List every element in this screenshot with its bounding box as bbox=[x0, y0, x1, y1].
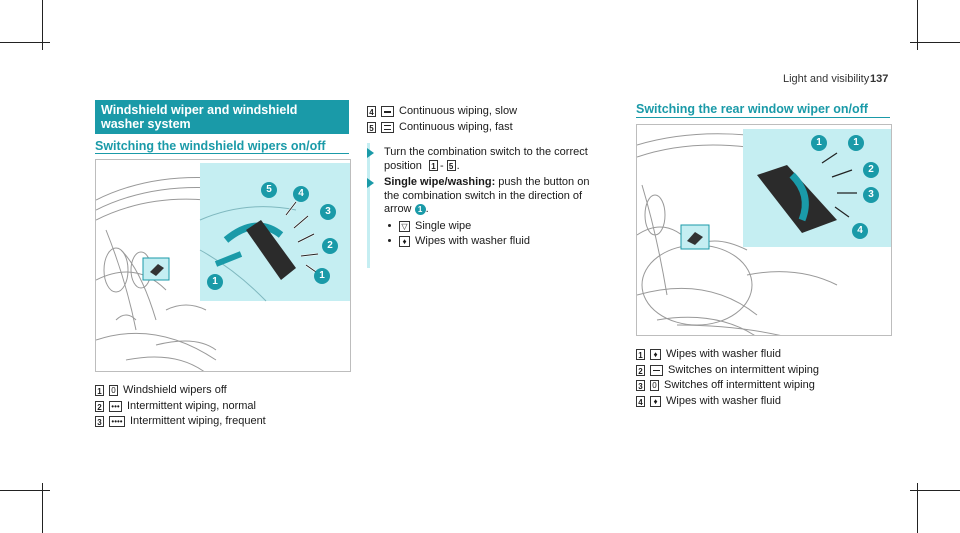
item-number: 4 bbox=[367, 106, 376, 118]
step-bar bbox=[367, 143, 370, 268]
right-legend-list: 1 ♦ Wipes with washer fluid 2 Switches o… bbox=[636, 347, 819, 409]
crop-mark bbox=[917, 483, 918, 533]
figure-callout-5: 5 bbox=[261, 182, 277, 198]
item-number: 5 bbox=[367, 121, 376, 133]
page-number: 137 bbox=[870, 73, 889, 85]
item-text: Windshield wipers off bbox=[123, 384, 227, 396]
figure-callout-4: 4 bbox=[293, 186, 309, 202]
crop-mark bbox=[910, 42, 960, 43]
item-text: Continuous wiping, slow bbox=[399, 105, 518, 117]
section-header: Windshield wiper and windshield washer s… bbox=[95, 100, 349, 134]
dashboard-illustration bbox=[96, 163, 350, 371]
list-item: 5 Continuous wiping, fast bbox=[367, 120, 517, 136]
item-text: Intermittent wiping, normal bbox=[127, 399, 256, 412]
intermittent-normal-symbol: ••• bbox=[109, 400, 122, 412]
item-number: 1 bbox=[636, 349, 645, 361]
crop-mark bbox=[910, 490, 960, 491]
crop-mark bbox=[917, 0, 918, 50]
list-item: 2 ••• Intermittent wiping, normal bbox=[95, 399, 266, 415]
item-number: 3 bbox=[95, 416, 104, 428]
crop-mark bbox=[42, 0, 43, 50]
wiper-off-symbol: 0 bbox=[109, 385, 118, 397]
figure-callout-3: 3 bbox=[320, 204, 336, 220]
left-subheading-rule bbox=[95, 153, 349, 154]
list-item: 1 0 Windshield wipers off bbox=[95, 383, 266, 399]
intermittent-on-symbol bbox=[650, 364, 663, 376]
list-item: 4 Continuous wiping, slow bbox=[367, 104, 517, 120]
rear-figure-callout-4: 4 bbox=[852, 223, 868, 239]
step-2-text: Single wipe/washing: push the button on … bbox=[384, 176, 590, 215]
wiper-off-symbol: 0 bbox=[650, 380, 659, 392]
rear-figure-callout-1-arrow: 1 bbox=[811, 135, 827, 151]
left-legend-list: 1 0 Windshield wipers off 2 ••• Intermit… bbox=[95, 383, 266, 430]
arrow-callout-1: 1 bbox=[414, 203, 426, 215]
item-text: Wipes with washer fluid bbox=[666, 394, 781, 407]
list-item: 2 Switches on intermittent wiping bbox=[636, 363, 819, 379]
continuous-fast-symbol bbox=[381, 121, 394, 133]
right-subheading-rule bbox=[636, 117, 890, 118]
item-number: 2 bbox=[636, 364, 645, 376]
list-item: 3 0 Switches off intermittent wiping bbox=[636, 378, 819, 394]
sub-bullets: ▽ Single wipe ♦ Wipes with washer fluid bbox=[386, 219, 530, 249]
washer-fluid-icon: ♦ bbox=[650, 395, 661, 407]
figure-callout-1-arrow: 1 bbox=[207, 274, 223, 290]
position-to: 5 bbox=[446, 159, 456, 171]
item-text: Switches off intermittent wiping bbox=[664, 379, 815, 391]
crop-mark bbox=[0, 490, 50, 491]
crop-mark bbox=[0, 42, 50, 43]
intermittent-frequent-symbol: •••• bbox=[109, 416, 125, 428]
item-text: Switches on intermittent wiping bbox=[668, 363, 820, 376]
item-number: 2 bbox=[95, 400, 104, 412]
position-from: 1 bbox=[428, 159, 438, 171]
left-subheading: Switching the windshield wipers on/off bbox=[95, 139, 326, 153]
item-text: Continuous wiping, fast bbox=[399, 120, 513, 133]
list-item: 4 ♦ Wipes with washer fluid bbox=[636, 394, 819, 410]
item-text: Wipes with washer fluid bbox=[666, 348, 781, 360]
step-arrow-icon bbox=[367, 148, 374, 158]
step-1-text: Turn the combination switch to the corre… bbox=[384, 146, 588, 172]
step-arrow-icon bbox=[367, 178, 374, 188]
list-item: 3 •••• Intermittent wiping, frequent bbox=[95, 414, 266, 430]
list-item: 1 ♦ Wipes with washer fluid bbox=[636, 347, 819, 363]
rear-wiper-figure: 1 1 2 3 4 bbox=[636, 124, 892, 336]
rear-figure-callout-1: 1 bbox=[848, 135, 864, 151]
rear-figure-callout-2: 2 bbox=[863, 162, 879, 178]
figure-callout-1: 1 bbox=[314, 268, 330, 284]
rear-figure-callout-3: 3 bbox=[863, 187, 879, 203]
figure-callout-2: 2 bbox=[322, 238, 338, 254]
item-number: 3 bbox=[636, 380, 645, 392]
washer-fluid-icon: ♦ bbox=[650, 349, 661, 361]
middle-legend-list: 4 Continuous wiping, slow 5 Continuous w… bbox=[367, 104, 517, 135]
single-wipe-icon: ▽ bbox=[399, 221, 410, 232]
item-number: 4 bbox=[636, 395, 645, 407]
crop-mark bbox=[42, 483, 43, 533]
continuous-slow-symbol bbox=[381, 106, 394, 118]
windshield-wiper-figure: 5 4 3 2 1 1 bbox=[95, 159, 351, 372]
right-subheading: Switching the rear window wiper on/off bbox=[636, 102, 868, 116]
page-section-title: Light and visibility bbox=[783, 73, 870, 85]
washer-fluid-icon: ♦ bbox=[399, 236, 410, 247]
item-number: 1 bbox=[95, 385, 104, 397]
item-text: Intermittent wiping, frequent bbox=[130, 415, 266, 427]
